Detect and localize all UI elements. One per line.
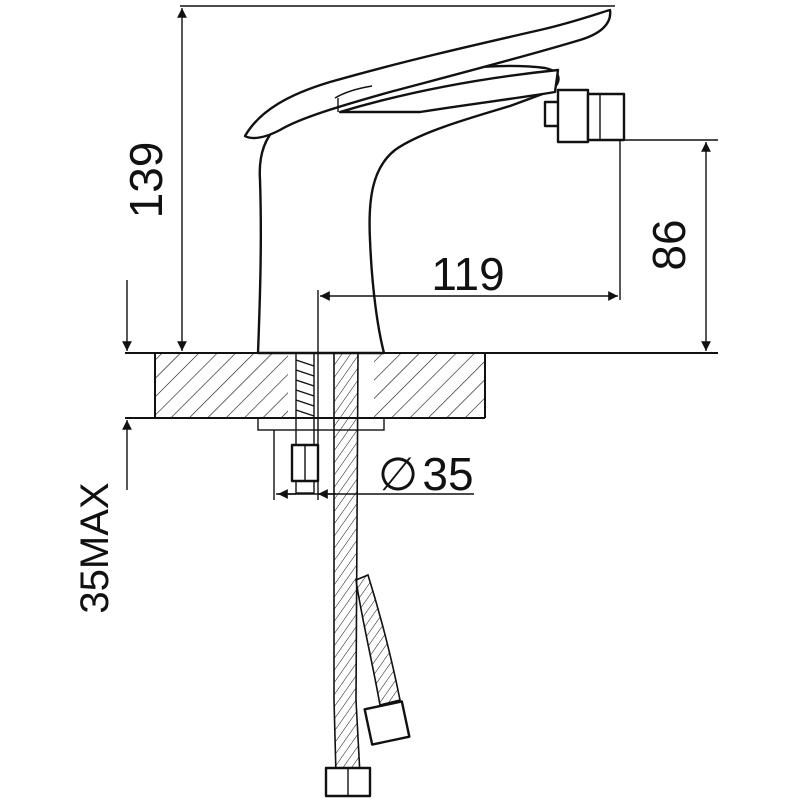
faucet-body [243, 8, 626, 355]
dim-spout-reach [317, 140, 621, 500]
label-diameter-symbol: ∅ [378, 448, 418, 500]
dim-total-height [177, 5, 615, 351]
dim-spout-height [624, 139, 718, 351]
countertop [125, 352, 718, 419]
label-35: 35 [422, 448, 473, 500]
label-35max: 35MAX [73, 482, 117, 613]
dim-hole-diameter [273, 430, 474, 500]
label-119: 119 [431, 248, 504, 300]
mounting-assembly [257, 352, 411, 798]
label-86: 86 [643, 219, 695, 270]
label-139: 139 [120, 142, 172, 219]
nozzle [543, 88, 626, 144]
